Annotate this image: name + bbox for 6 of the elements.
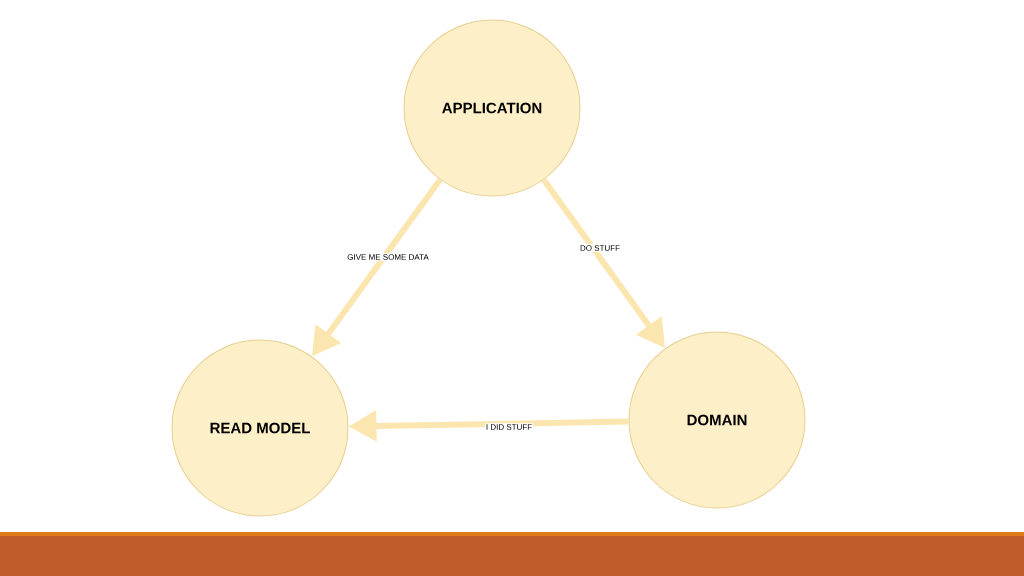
edge-label: GIVE ME SOME DATA	[346, 253, 430, 261]
circle-node: APPLICATION	[403, 19, 581, 197]
circle-node: READ MODEL	[171, 339, 349, 517]
edge-label: I DID STUFF	[484, 423, 534, 431]
edge-label: DO STUFF	[579, 244, 621, 252]
circle-node: DOMAIN	[628, 331, 806, 509]
